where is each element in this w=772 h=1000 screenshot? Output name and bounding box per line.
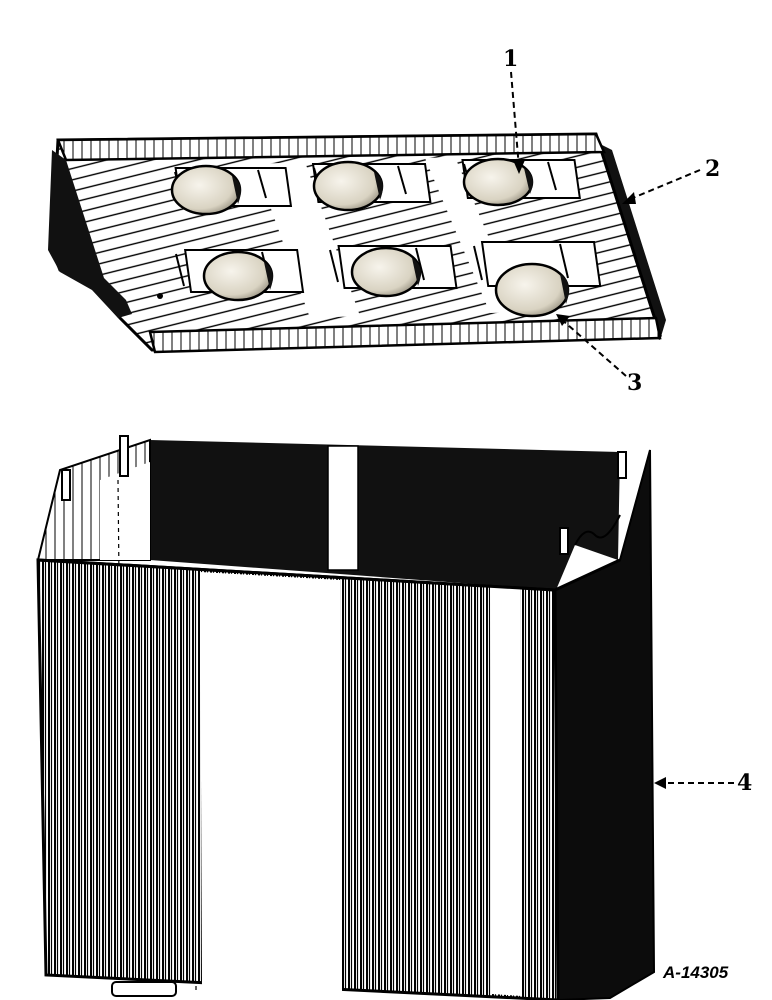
callout-2: 2 — [622, 156, 720, 204]
vent-cell-5 — [329, 245, 458, 298]
svg-text:2: 2 — [705, 156, 720, 182]
figure-id: A-14305 — [662, 963, 729, 982]
vent-cell-3 — [461, 157, 581, 207]
callout-4: 4 — [654, 770, 752, 796]
battery-case — [36, 435, 656, 1000]
vent-cell-1 — [170, 164, 293, 216]
callout-1: 1 — [503, 46, 525, 174]
callout-3: 3 — [556, 314, 642, 396]
svg-text:1: 1 — [503, 46, 518, 72]
svg-text:4: 4 — [737, 770, 752, 796]
vent-cell-2 — [311, 160, 432, 212]
vent-cell-6 — [473, 241, 602, 318]
vent-cell-4 — [175, 249, 305, 302]
svg-text:3: 3 — [627, 370, 642, 396]
